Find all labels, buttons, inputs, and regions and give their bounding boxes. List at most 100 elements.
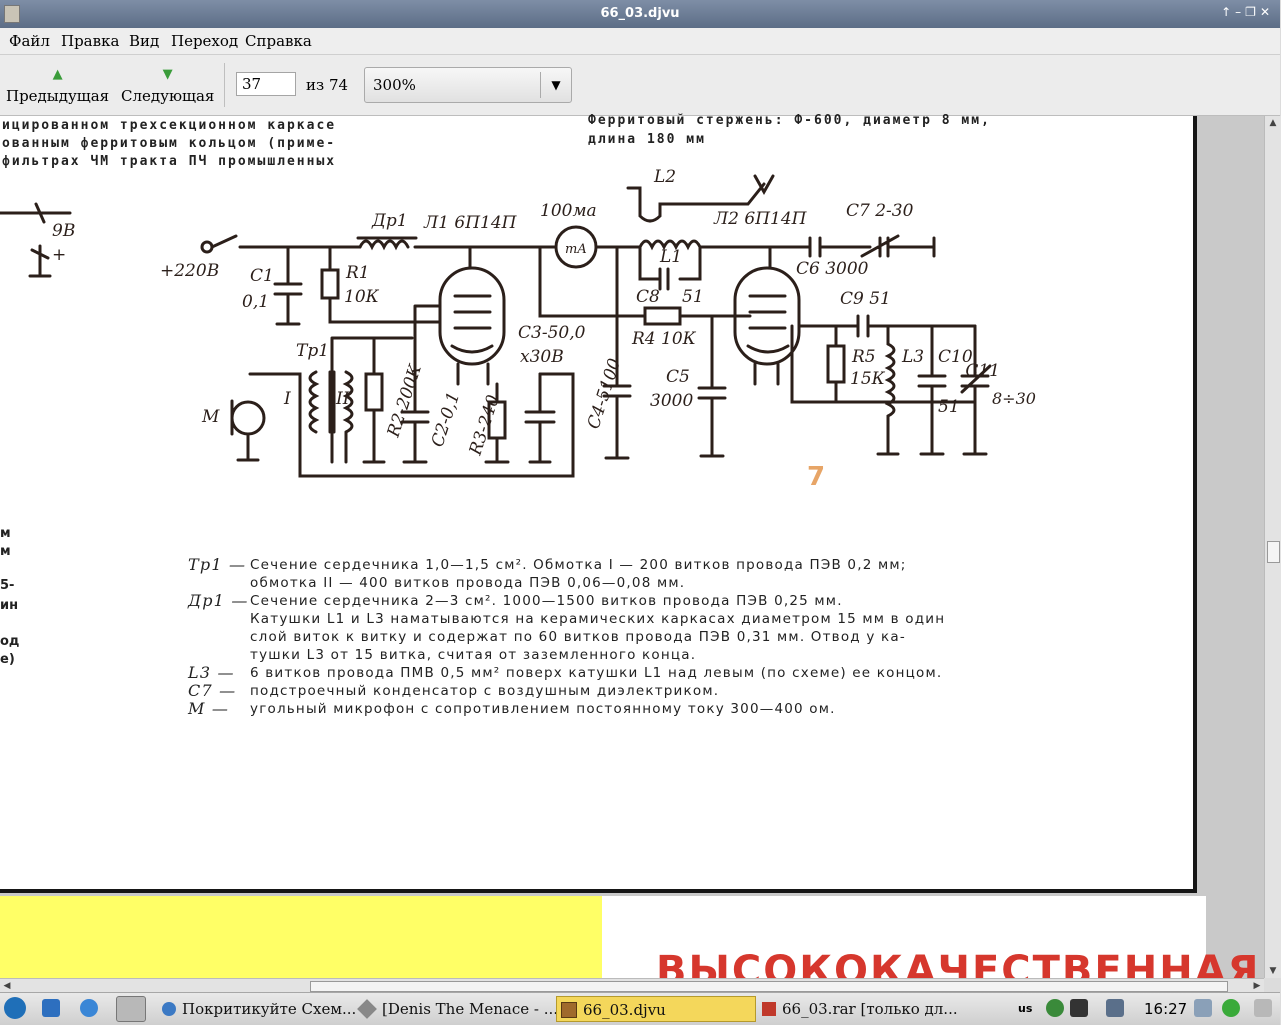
schematic-label: C10 [938, 347, 973, 367]
schematic-label: L2 [653, 167, 676, 187]
wifi-icon[interactable] [1106, 999, 1124, 1017]
margin-fragment: м [0, 544, 11, 559]
margin-fragment: е) [0, 652, 15, 667]
window-controls: ↑–❐✕ [1221, 5, 1274, 19]
menu-go[interactable]: Переход [171, 32, 239, 50]
schematic-label: C6 3000 [796, 259, 869, 279]
keep-above-icon[interactable]: ↑ [1221, 5, 1236, 19]
note-row: слой виток к витку и содержат по 60 витк… [250, 629, 906, 645]
page-number-marker: 7 [807, 462, 826, 492]
previous-page-button[interactable]: ▲ Предыдущая [6, 65, 109, 105]
text-line: ованным ферритовым кольцом (приме- [2, 136, 337, 151]
maximize-icon[interactable]: ❐ [1245, 5, 1260, 19]
taskbar-item[interactable]: 66_03.rar [только дл... [760, 996, 1012, 1022]
schematic-label: 10К [344, 287, 380, 307]
keyboard-layout-indicator[interactable]: us [1018, 1002, 1033, 1015]
taskbar: Покритикуйте Схем... [Denis The Menace -… [0, 992, 1280, 1025]
schematic-label: Л2 6П14П [713, 209, 808, 229]
schematic-label: R5 [851, 347, 876, 367]
window-titlebar: 66_03.djvu ↑–❐✕ [0, 0, 1280, 28]
text-line: ицированном трехсекционном каркасе [2, 118, 337, 133]
scroll-up-icon[interactable]: ▲ [1269, 118, 1277, 128]
schematic-label: +220В [160, 261, 219, 281]
taskbar-item[interactable]: [Denis The Menace - ... [357, 996, 558, 1022]
schematic-label: + [52, 245, 66, 265]
page-number-input[interactable]: 37 [236, 72, 296, 96]
schematic-label: R1 [345, 263, 370, 283]
vertical-scroll-thumb[interactable] [1267, 541, 1280, 563]
arrow-up-icon: ▲ [52, 67, 63, 82]
calendar-icon[interactable] [1194, 999, 1212, 1017]
workspace-switcher-icon[interactable] [116, 996, 146, 1022]
yellow-block [0, 896, 602, 986]
minimize-icon[interactable]: – [1235, 5, 1246, 19]
window-title: 66_03.djvu [600, 6, 680, 21]
schematic-label: 51 [938, 397, 960, 417]
previous-page-label: Предыдущая [6, 87, 110, 105]
schematic-label: Л1 6П14П [423, 213, 518, 233]
schematic-label: C2-0,1 [428, 390, 465, 450]
scroll-down-icon[interactable]: ▼ [1269, 966, 1277, 976]
network-icon[interactable] [1070, 999, 1088, 1017]
arrow-down-icon: ▼ [162, 67, 173, 82]
schematic-label: R2-200К [383, 361, 426, 440]
zoom-value: 300% [373, 76, 416, 94]
scroll-left-icon[interactable]: ◀ [3, 981, 11, 991]
horizontal-scrollbar[interactable]: ◀ ▶ [0, 978, 1264, 993]
margin-fragment: од [0, 634, 20, 649]
tray-menu-icon[interactable] [1254, 999, 1272, 1017]
app-small-icon [357, 999, 377, 1019]
toolbar: ▲ Предыдущая ▼ Следующая 37 из 74 300% ▼ [0, 55, 1280, 116]
djvu-small-icon [561, 1002, 577, 1018]
schematic-label: 15К [850, 369, 886, 389]
menu-edit[interactable]: Правка [61, 32, 120, 50]
schematic-label: C11 [965, 361, 1000, 381]
archive-small-icon [762, 1002, 776, 1016]
media-play-icon[interactable] [1046, 999, 1064, 1017]
schematic-label: 51 [682, 287, 704, 307]
schematic-label: I [283, 389, 291, 409]
text-line: фильтрах ЧМ тракта ПЧ промышленных [2, 154, 337, 169]
update-icon[interactable] [1222, 999, 1240, 1017]
app-icon [4, 5, 20, 23]
schematic-label: L3 [901, 347, 924, 367]
horizontal-scroll-thumb[interactable] [310, 981, 1228, 992]
zoom-select[interactable]: 300% ▼ [364, 67, 572, 103]
document-viewport[interactable]: ицированном трехсекционном каркасе ованн… [0, 113, 1264, 994]
note-row: L3 —6 витков провода ПМВ 0,5 мм² поверх … [188, 663, 943, 682]
menu-view[interactable]: Вид [129, 32, 160, 50]
schematic-label: 8÷30 [992, 389, 1036, 408]
component-notes: Тр1 —Сечение сердечника 1,0—1,5 см². Обм… [188, 556, 1068, 718]
schematic-label: C7 2-30 [846, 201, 914, 221]
taskbar-item-active[interactable]: 66_03.djvu [556, 996, 756, 1022]
menu-file[interactable]: Файл [9, 32, 50, 50]
browser-icon[interactable] [80, 999, 98, 1017]
schematic-label: C4-5100 [584, 356, 626, 432]
schematic-label: Тр1 [296, 341, 329, 361]
text-line: длина 180 мм [588, 132, 706, 147]
text-line: Ферритовый стержень: Ф-600, диаметр 8 мм… [588, 113, 991, 128]
dropdown-arrow-icon[interactable]: ▼ [540, 72, 571, 98]
scroll-right-icon[interactable]: ▶ [1253, 981, 1261, 991]
page-total-label: из 74 [306, 76, 349, 94]
schematic-label: L1 [659, 247, 682, 267]
start-menu-icon[interactable] [4, 997, 26, 1019]
show-desktop-icon[interactable] [42, 999, 60, 1017]
schematic-label: x30В [520, 347, 564, 367]
note-row: М —угольный микрофон с сопротивлением по… [188, 699, 836, 718]
menu-help[interactable]: Справка [245, 32, 312, 50]
schematic-label: C8 [636, 287, 660, 307]
note-row: обмотка II — 400 витков провода ПЭВ 0,06… [250, 575, 686, 591]
note-row: тушки L3 от 15 витка, считая от заземлен… [250, 647, 697, 663]
close-icon[interactable]: ✕ [1259, 5, 1274, 19]
document-page: ицированном трехсекционном каркасе ованн… [0, 113, 1197, 893]
next-page-label: Следующая [121, 87, 215, 105]
schematic-label: 3000 [650, 391, 693, 411]
taskbar-item[interactable]: Покритикуйте Схем... [160, 996, 356, 1022]
margin-fragment: ин [0, 598, 19, 613]
next-page-button[interactable]: ▼ Следующая [121, 65, 214, 105]
schematic-label: 0,1 [242, 292, 269, 312]
schematic-label: C9 51 [840, 289, 891, 309]
schematic-label: mA [565, 242, 587, 257]
vertical-scrollbar[interactable]: ▲ ▼ [1264, 116, 1281, 978]
